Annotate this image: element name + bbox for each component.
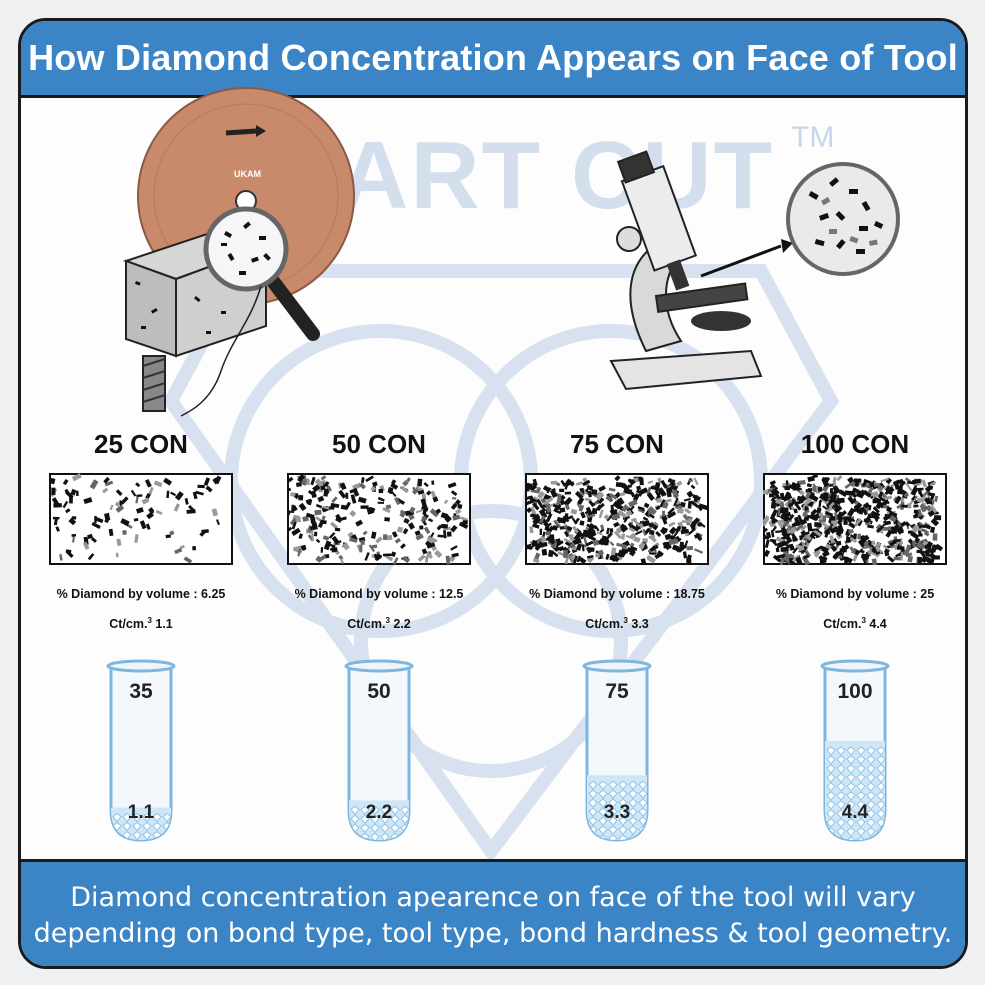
diamond-volume-label: % Diamond by volume : 18.75 (529, 587, 705, 601)
tube-concentration-value: 75 (605, 680, 629, 703)
diamond-particle-sample (49, 473, 233, 565)
footer-line-1: Diamond concentration apearence on face … (70, 881, 916, 913)
tube-concentration-value: 50 (367, 680, 391, 703)
test-tube (582, 659, 652, 842)
carat-unit-exponent: 3 (385, 616, 390, 625)
tube-carat-value: 1.1 (127, 802, 155, 823)
carat-unit-exponent: 3 (147, 616, 152, 625)
carat-unit-prefix: Ct/cm. (823, 617, 862, 632)
carat-unit-prefix: Ct/cm. (585, 617, 624, 632)
tube-fill (825, 741, 885, 840)
carat-per-cm3-label: Ct/cm.3 1.1 (61, 616, 221, 631)
carat-unit-exponent: 3 (861, 616, 866, 625)
wheel-brand-label: UKAM (234, 169, 261, 179)
saw-blade-illustration (122, 87, 900, 417)
carat-unit-exponent: 3 (623, 616, 628, 625)
diamond-volume-label: % Diamond by volume : 25 (775, 587, 935, 601)
diamond-particle-sample (287, 473, 471, 565)
tube-concentration-value: 35 (129, 680, 153, 703)
concentration-label: 50 CON (332, 429, 426, 459)
test-tube (344, 659, 414, 842)
concentration-label: 25 CON (94, 429, 188, 459)
tube-concentration-value: 100 (837, 680, 873, 703)
test-tube (106, 659, 176, 842)
carat-per-cm3-label: Ct/cm.3 3.3 (537, 616, 697, 631)
concentration-label: 100 CON (800, 429, 910, 459)
carat-unit-prefix: Ct/cm. (347, 617, 386, 632)
carat-per-cm3-label: Ct/cm.3 2.2 (299, 616, 459, 631)
tube-carat-value: 2.2 (365, 802, 393, 823)
test-tube (820, 659, 890, 842)
carat-unit-prefix: Ct/cm. (109, 617, 148, 632)
diamond-volume-label: % Diamond by volume : 6.25 (56, 587, 226, 601)
footer-bar: Diamond concentration apearence on face … (21, 859, 965, 966)
watermark-tm: TM (791, 121, 835, 154)
diamond-volume-label: % Diamond by volume : 12.5 (294, 587, 464, 601)
carat-value: 2.2 (393, 617, 411, 632)
page-title: How Diamond Concentration Appears on Fac… (28, 37, 958, 78)
diamond-particle-sample (763, 473, 947, 565)
tube-carat-value: 3.3 (603, 802, 631, 823)
carat-value: 1.1 (155, 617, 173, 632)
microscope-illustration (609, 150, 900, 391)
infographic-frame: How Diamond Concentration Appears on Fac… (18, 18, 968, 969)
concentration-label: 75 CON (570, 429, 664, 459)
carat-per-cm3-label: Ct/cm.3 4.4 (775, 616, 935, 631)
tube-carat-value: 4.4 (841, 802, 869, 823)
diamond-particle-sample (525, 473, 709, 565)
footer-line-2: depending on bond type, tool type, bond … (33, 917, 953, 949)
tube-fill (349, 800, 409, 840)
title-bar: How Diamond Concentration Appears on Fac… (21, 21, 965, 98)
carat-value: 3.3 (631, 617, 649, 632)
carat-value: 4.4 (869, 617, 887, 632)
